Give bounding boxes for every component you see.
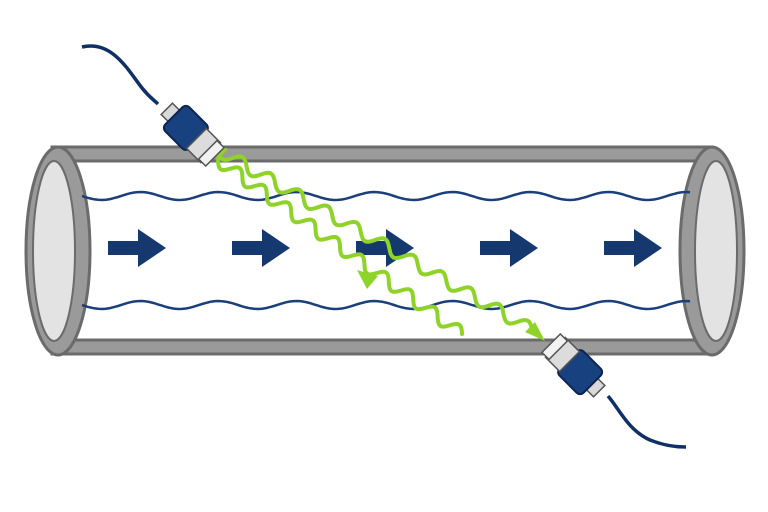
signal-arrowhead-downstream-icon — [525, 322, 545, 341]
pipe-right-end-opening — [694, 160, 738, 342]
ultrasonic-signals — [216, 148, 534, 336]
downstream-transducer — [540, 332, 687, 449]
pipe-bottom-wall — [50, 338, 714, 356]
upstream-sensor-cable — [81, 44, 160, 106]
pipe-top-wall — [50, 145, 714, 163]
signal-upstream-wave — [216, 158, 464, 336]
fluid-top-wave — [81, 190, 691, 202]
signal-downstream-wave — [216, 148, 534, 332]
flow-arrow-icon — [108, 229, 166, 267]
pipe-left-end-opening — [32, 160, 76, 342]
fluid — [81, 190, 691, 311]
flow-arrows — [108, 229, 662, 267]
signal-arrowhead-upstream-icon — [357, 270, 378, 289]
upstream-transducer — [81, 44, 226, 168]
flow-arrow-icon — [604, 229, 662, 267]
fluid-bottom-wave — [81, 299, 691, 311]
flow-arrow-icon — [232, 229, 290, 267]
downstream-sensor-cable — [606, 394, 687, 449]
flow-arrow-icon — [480, 229, 538, 267]
downstream-transducer-icon — [540, 332, 606, 398]
upstream-transducer-icon — [160, 102, 226, 168]
